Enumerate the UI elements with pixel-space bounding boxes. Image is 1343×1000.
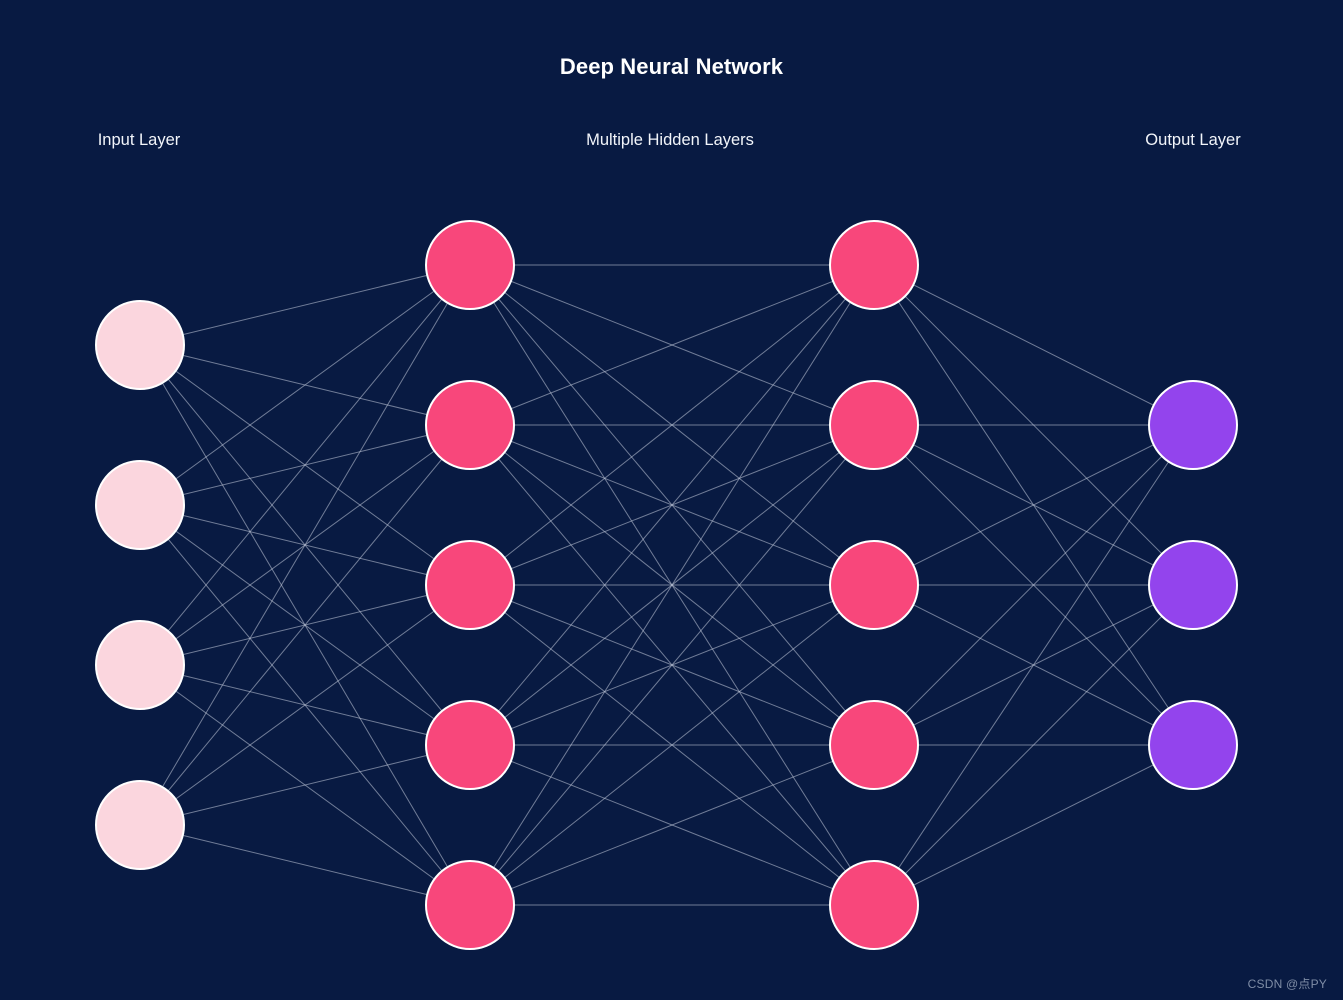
edges-group	[139, 264, 1194, 906]
neuron-node-h1-5[interactable]	[425, 860, 515, 950]
watermark: CSDN @点PY	[1247, 977, 1327, 991]
edge	[469, 584, 875, 906]
layer-label-input: Input Layer	[97, 131, 181, 149]
neuron-node-h1-2[interactable]	[425, 380, 515, 470]
edge	[139, 584, 471, 826]
neuron-node-h2-4[interactable]	[829, 700, 919, 790]
edge	[873, 584, 1194, 906]
edge	[873, 744, 1194, 906]
edge	[469, 264, 875, 586]
neuron-node-h2-5[interactable]	[829, 860, 919, 950]
edge	[873, 424, 1194, 906]
edge	[139, 744, 471, 826]
neuron-node-h2-2[interactable]	[829, 380, 919, 470]
neuron-node-i1[interactable]	[95, 300, 185, 390]
neuron-node-o1[interactable]	[1148, 380, 1238, 470]
edge	[873, 424, 1194, 586]
edge	[469, 744, 875, 906]
edge	[873, 424, 1194, 746]
page-title: Deep Neural Network	[559, 54, 784, 79]
edge	[469, 264, 875, 746]
edge	[139, 264, 471, 826]
neuron-node-o2[interactable]	[1148, 540, 1238, 630]
neuron-node-h1-4[interactable]	[425, 700, 515, 790]
neuron-node-h2-1[interactable]	[829, 220, 919, 310]
edge	[873, 264, 1194, 426]
edge	[139, 264, 471, 666]
neuron-node-h2-3[interactable]	[829, 540, 919, 630]
neuron-node-i3[interactable]	[95, 620, 185, 710]
layer-label-hidden: Multiple Hidden Layers	[586, 131, 754, 149]
neuron-node-i2[interactable]	[95, 460, 185, 550]
edge	[469, 264, 875, 426]
edge	[139, 264, 471, 506]
neuron-node-h1-3[interactable]	[425, 540, 515, 630]
neuron-node-h1-1[interactable]	[425, 220, 515, 310]
edge	[469, 264, 875, 906]
edge	[139, 424, 471, 826]
edge	[139, 824, 471, 906]
neuron-node-i4[interactable]	[95, 780, 185, 870]
nodes-group	[95, 220, 1238, 950]
edge	[469, 424, 875, 906]
layer-label-output: Output Layer	[1145, 131, 1241, 149]
neuron-node-o3[interactable]	[1148, 700, 1238, 790]
edge	[139, 264, 471, 346]
